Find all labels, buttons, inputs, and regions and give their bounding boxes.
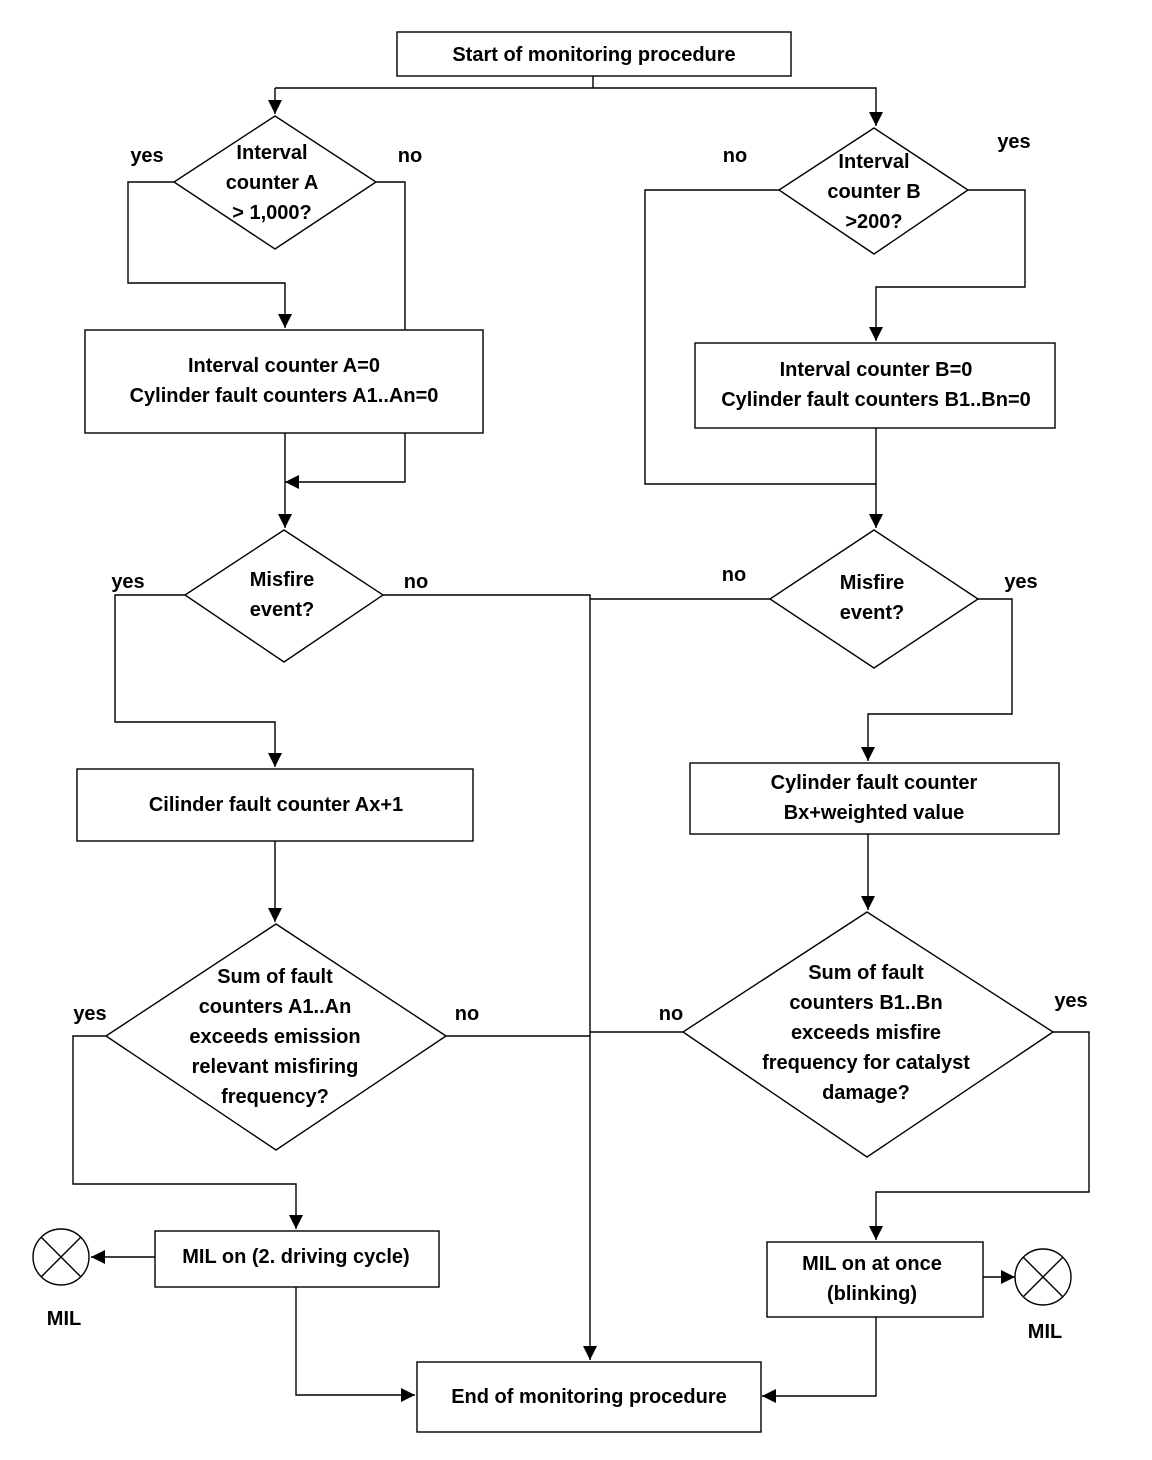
branch-yes-label: yes — [111, 571, 144, 593]
connector-misfire-a-yes — [114, 594, 282, 767]
sum-a-label: Sum of fault counters A1..An exceeds emiss… — [189, 966, 360, 1108]
node-label-line: Interval counter B=0 — [780, 359, 973, 381]
branch-yes-label: yes — [130, 145, 163, 167]
branch-no-label: no — [455, 1003, 479, 1025]
connector-sum-a-yes — [72, 1035, 303, 1229]
branch-no-label: no — [722, 564, 746, 586]
branch-yes-label: yes — [73, 1003, 106, 1025]
node-labels: Start of monitoring procedure Interval co… — [130, 44, 1031, 1408]
node-label-line: Interval counter A=0 — [188, 355, 380, 377]
node-label-line: Interval — [236, 142, 307, 164]
misfire-b-diamond — [768, 529, 980, 669]
node-label-line: MIL on at once — [802, 1253, 942, 1275]
start-label: Start of monitoring procedure — [452, 44, 735, 66]
node-label-line: event? — [840, 602, 904, 624]
node-label-line: counter A — [226, 172, 319, 194]
connector-split-to-decision-b — [593, 87, 883, 126]
mil-caption: MIL — [47, 1308, 81, 1330]
mil-lamp-icon — [1014, 1248, 1072, 1306]
mil-caption: MIL — [1028, 1321, 1062, 1343]
reset-a-box — [84, 329, 484, 434]
connector-sum-b-yes — [869, 1031, 1090, 1240]
node-label-line: >200? — [845, 211, 902, 233]
branch-yes-label: yes — [997, 131, 1030, 153]
misfire-a-label: Misfire event? — [250, 569, 314, 621]
increment-b-box — [689, 762, 1060, 835]
node-label-line: counters B1..Bn — [789, 992, 942, 1014]
node-label-line: counters A1..An — [199, 996, 352, 1018]
increment-a-box — [76, 768, 474, 842]
node-label-line: Bx+weighted value — [784, 802, 965, 824]
node-label-line: End of monitoring procedure — [451, 1386, 727, 1408]
connector-mil-b-to-end — [762, 1317, 877, 1403]
node-label-line: Start of monitoring procedure — [452, 44, 735, 66]
mil-b-label: MIL on at once (blinking) — [802, 1253, 942, 1305]
connectors — [72, 76, 1090, 1403]
branch-labels: yes no no yes yes no no yes yes no no ye… — [47, 131, 1088, 1343]
shapes — [32, 31, 1072, 1433]
connector-mil-a-to-end — [295, 1287, 415, 1402]
mil-a-box — [154, 1230, 440, 1288]
sum-a-diamond — [104, 923, 448, 1151]
decision-a-diamond — [172, 115, 378, 250]
node-label-line: event? — [250, 599, 314, 621]
node-label-line: damage? — [822, 1082, 910, 1104]
connector-decision-b-yes — [869, 189, 1026, 341]
connector-misfire-a-no — [383, 594, 597, 1360]
node-label-line: Cylinder fault counters A1..An=0 — [130, 385, 439, 407]
misfire-b-label: Misfire event? — [840, 572, 904, 624]
branch-no-label: no — [404, 571, 428, 593]
node-label-line: Cilinder fault counter Ax+1 — [149, 794, 403, 816]
node-label-line: relevant misfiring — [192, 1056, 359, 1078]
node-label-line: counter B — [827, 181, 920, 203]
node-label-line: Cylinder fault counter — [771, 772, 978, 794]
node-label-line: frequency? — [221, 1086, 329, 1108]
reset-b-box — [694, 342, 1056, 429]
sum-b-diamond — [681, 911, 1055, 1158]
node-label-line: Sum of fault — [808, 962, 924, 984]
decision-b-label: Interval counter B >200? — [827, 151, 920, 233]
branch-yes-label: yes — [1004, 571, 1037, 593]
end-label: End of monitoring procedure — [451, 1386, 727, 1408]
decision-a-label: Interval counter A > 1,000? — [226, 142, 319, 224]
node-label-line: Misfire — [840, 572, 904, 594]
misfire-a-diamond — [183, 529, 385, 663]
node-label-line: exceeds misfire — [791, 1022, 941, 1044]
node-label-line: > 1,000? — [232, 202, 312, 224]
branch-no-label: no — [398, 145, 422, 167]
mil-b-box — [766, 1241, 984, 1318]
decision-b-diamond — [777, 127, 970, 255]
mil-lamp-icon — [32, 1228, 90, 1286]
branch-no-label: no — [723, 145, 747, 167]
node-label-line: exceeds emission — [189, 1026, 360, 1048]
branch-yes-label: yes — [1054, 990, 1087, 1012]
end-box — [416, 1361, 762, 1433]
connector-decision-a-yes — [127, 181, 292, 328]
node-label-line: MIL on (2. driving cycle) — [182, 1246, 409, 1268]
node-label-line: Cylinder fault counters B1..Bn=0 — [721, 389, 1031, 411]
mil-a-label: MIL on (2. driving cycle) — [182, 1246, 409, 1268]
increment-a-label: Cilinder fault counter Ax+1 — [149, 794, 403, 816]
node-label-line: Sum of fault — [217, 966, 333, 988]
connector-misfire-b-yes — [861, 598, 1013, 761]
node-label-line: frequency for catalyst — [762, 1052, 970, 1074]
node-label-line: (blinking) — [827, 1283, 917, 1305]
start-box — [396, 31, 792, 77]
sum-b-label: Sum of fault counters B1..Bn exceeds misfi… — [762, 962, 970, 1104]
branch-no-label: no — [659, 1003, 683, 1025]
node-label-line: Interval — [838, 151, 909, 173]
connector-decision-b-no — [644, 189, 883, 528]
node-label-line: Misfire — [250, 569, 314, 591]
